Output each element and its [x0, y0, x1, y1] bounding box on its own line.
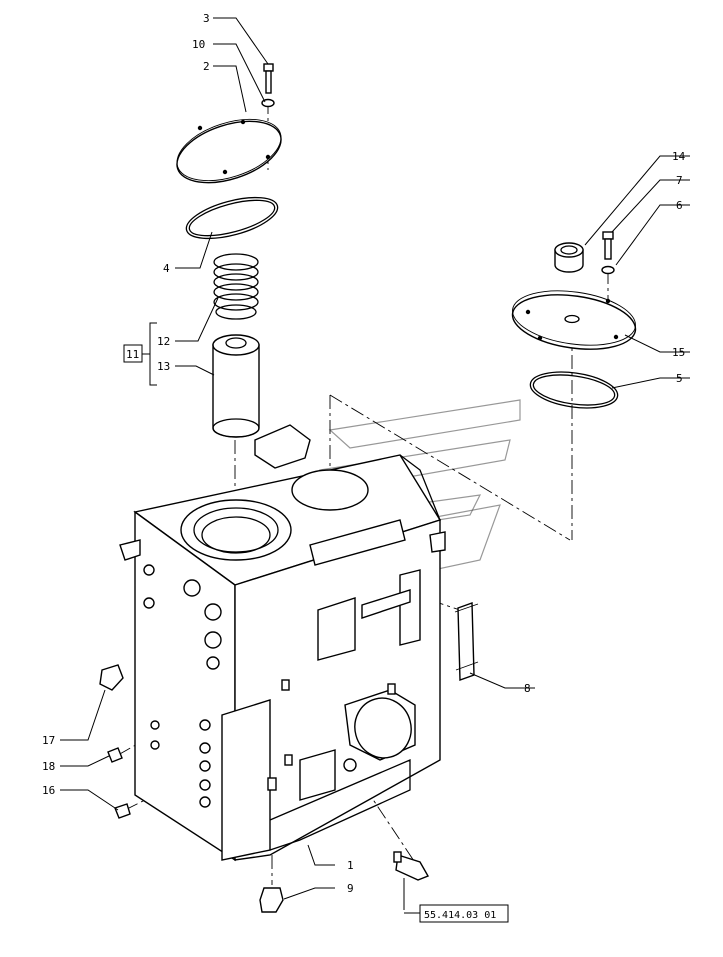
leader-lines	[60, 17, 690, 910]
top-cover-plate	[176, 118, 282, 184]
callout-18: 18	[42, 760, 55, 773]
callout-2: 2	[203, 60, 210, 73]
callout-12: 12	[157, 335, 170, 348]
callout-11-box	[123, 344, 143, 363]
drain-plug-9	[259, 887, 284, 913]
bolt-7	[602, 231, 614, 260]
plug-18	[107, 747, 123, 763]
filler-cap-14	[554, 242, 584, 273]
reference-box: 55.414.03 01	[404, 904, 509, 923]
callout-5: 5	[676, 372, 683, 385]
callout-7: 7	[676, 174, 683, 187]
callout-labels: 3 10 2 4 12 11 13 14 7 6 15 5 8 17 18 16…	[42, 12, 686, 895]
callout-15: 15	[672, 346, 685, 359]
callout-4: 4	[163, 262, 170, 275]
hydraulic-tank-body-1	[119, 424, 446, 862]
level-sensor	[393, 851, 430, 881]
callout-3: 3	[203, 12, 210, 25]
o-ring-5	[529, 371, 619, 409]
callout-16: 16	[42, 784, 55, 797]
callout-6: 6	[676, 199, 683, 212]
callout-1: 1	[347, 859, 354, 872]
callout-8: 8	[524, 682, 531, 695]
callout-10: 10	[192, 38, 205, 51]
callout-17: 17	[42, 734, 55, 747]
washer-6	[601, 265, 615, 275]
plug-16	[114, 803, 131, 819]
filter-element-13	[212, 334, 260, 438]
plug-17	[99, 664, 124, 691]
spring-12	[213, 253, 259, 320]
bolt-3	[263, 63, 274, 94]
callout-11: 11	[126, 348, 139, 361]
reference-code: 55.414.03 01	[424, 910, 496, 921]
o-ring-4	[185, 196, 279, 240]
right-cover-plate-15	[511, 290, 637, 350]
callout-14: 14	[672, 150, 686, 163]
sight-gauge-8	[454, 602, 479, 681]
callout-9: 9	[347, 882, 354, 895]
callout-13: 13	[157, 360, 170, 373]
